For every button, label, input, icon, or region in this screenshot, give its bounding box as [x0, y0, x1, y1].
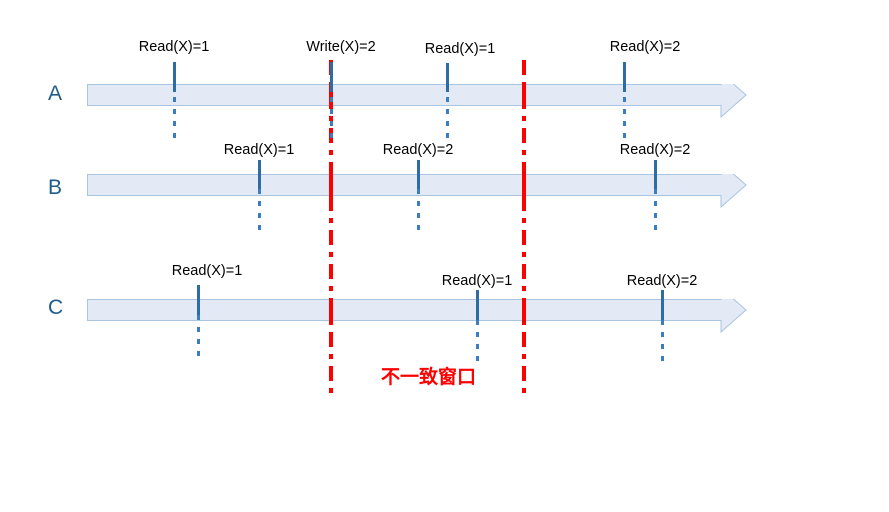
- window-end-line-band-a: [522, 84, 526, 106]
- timeline-arrow-c: [87, 299, 747, 345]
- event-tick: [197, 285, 200, 315]
- window-end-line: [522, 60, 526, 393]
- event-tick: [623, 62, 626, 92]
- event-tick-trail: [197, 315, 200, 361]
- event-tick-trail: [173, 97, 176, 143]
- window-start-line-band-c: [329, 299, 333, 321]
- event-tick: [661, 290, 664, 320]
- op-label-write-x-2: Write(X)=2: [306, 39, 376, 55]
- window-start-line-band-a: [329, 84, 333, 106]
- op-label-read-x-1: Read(X)=1: [223, 142, 295, 158]
- event-tick-trail: [476, 320, 479, 362]
- event-tick-trail: [654, 189, 657, 237]
- op-label-read-x-1: Read(X)=1: [424, 41, 496, 57]
- timeline-arrow-b: [87, 174, 747, 220]
- event-tick: [654, 160, 657, 190]
- timeline-arrow-a: [87, 84, 747, 130]
- window-end-line-band-b: [522, 174, 526, 196]
- window-end-line-band-c: [522, 299, 526, 321]
- op-label-read-x-1: Read(X)=1: [441, 273, 513, 289]
- event-tick-trail: [330, 97, 333, 143]
- event-tick-trail: [623, 97, 626, 143]
- op-label-read-x-2: Read(X)=2: [609, 39, 681, 55]
- event-tick: [173, 62, 176, 92]
- event-tick: [258, 160, 261, 190]
- op-label-read-x-2: Read(X)=2: [626, 273, 698, 289]
- event-tick-trail: [661, 320, 664, 362]
- event-tick: [417, 160, 420, 190]
- event-tick: [476, 290, 479, 320]
- event-tick-trail: [446, 97, 449, 143]
- op-label-read-x-1: Read(X)=1: [171, 263, 243, 279]
- op-label-read-x-2: Read(X)=2: [619, 142, 691, 158]
- row-label-a: A: [48, 82, 63, 105]
- event-tick: [446, 63, 449, 92]
- event-tick-trail: [258, 189, 261, 237]
- op-label-read-x-2: Read(X)=2: [382, 142, 454, 158]
- row-label-c: C: [48, 296, 64, 319]
- event-tick-trail: [417, 189, 420, 237]
- window-start-line: [329, 60, 333, 393]
- op-label-read-x-1: Read(X)=1: [138, 39, 210, 55]
- window-start-line-band-b: [329, 174, 333, 196]
- row-label-b: B: [48, 176, 63, 199]
- event-tick: [330, 62, 333, 92]
- inconsistency-window-label: 不一致窗口: [381, 367, 477, 388]
